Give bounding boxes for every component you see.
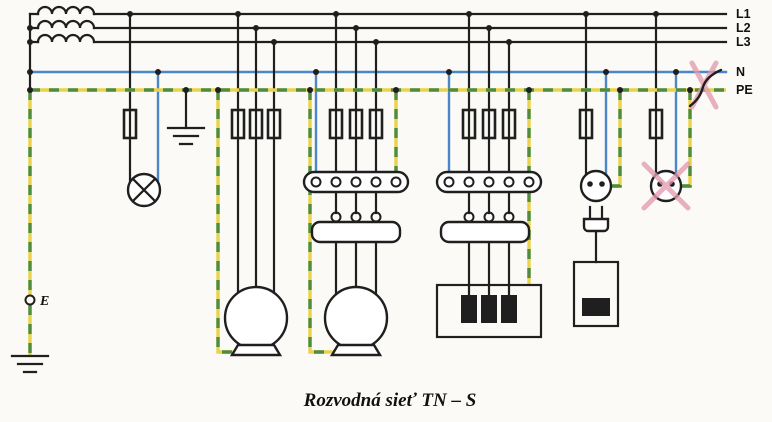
- junction-dots: [27, 11, 693, 93]
- socket-circuit-1: [572, 169, 620, 328]
- heater-element-icon: [461, 295, 477, 323]
- fuse-icon: [328, 108, 344, 140]
- terminal-icon: [523, 176, 535, 188]
- fuse-icon: [481, 108, 497, 140]
- fuse-icon: [266, 108, 282, 140]
- pe-break-squiggle-icon: [688, 68, 723, 108]
- power-bus-lines: [28, 12, 728, 92]
- heater-element-icon: [481, 295, 497, 323]
- branch-phase-wires: [128, 12, 658, 298]
- earthing-electrode: [10, 294, 50, 374]
- motor-base: [329, 343, 383, 357]
- terminal-icon: [310, 176, 322, 188]
- fuse-icon: [230, 108, 246, 140]
- appliance-element-icon: [582, 298, 610, 316]
- diagram-caption: Rozvodná sieť TN – S: [303, 390, 477, 411]
- heater-circuit: [435, 170, 543, 339]
- earth-electrode-label: E: [39, 294, 49, 309]
- crossed-out-socket-mark: [641, 161, 691, 211]
- source-windings: [36, 5, 96, 44]
- bus-label-l2: L2: [736, 21, 751, 35]
- fuse-icon: [248, 108, 264, 140]
- heater-frame: [435, 283, 543, 339]
- plug-icon: [582, 217, 610, 233]
- terminal-icon: [483, 176, 495, 188]
- bus-labels: L1 L2 L3 N PE: [736, 7, 753, 97]
- lamp-circuit: [126, 172, 162, 208]
- winding-icon: [36, 19, 96, 30]
- earth-icon: [10, 354, 50, 374]
- bus-label-n: N: [736, 65, 745, 79]
- fuse-icon: [368, 108, 384, 140]
- terminal-icon: [370, 176, 382, 188]
- bus-label-l3: L3: [736, 35, 751, 49]
- fuse-icon: [122, 108, 138, 140]
- terminal-icon: [503, 176, 515, 188]
- terminal-block: [435, 170, 543, 194]
- terminal-icon: [350, 176, 362, 188]
- motor-circuit-1: [223, 285, 289, 357]
- fuse-icon: [348, 108, 364, 140]
- motor-icon: [223, 285, 289, 351]
- motor-base: [229, 343, 283, 357]
- socket-pin: [587, 181, 593, 187]
- bus-label-pe: PE: [736, 83, 753, 97]
- motor-circuit-2: [302, 170, 410, 357]
- socket-pin: [599, 181, 605, 187]
- winding-icon: [36, 33, 96, 44]
- fuse-icon: [578, 108, 594, 140]
- winding-icon: [36, 5, 96, 16]
- terminal-block: [302, 170, 410, 194]
- terminal-icon: [463, 176, 475, 188]
- electrode-terminal-icon: [24, 294, 36, 306]
- fuse-icon: [501, 108, 517, 140]
- overload-relay: [439, 220, 531, 244]
- motor-icon: [323, 285, 389, 351]
- heater-element-icon: [501, 295, 517, 323]
- fuse-icon: [461, 108, 477, 140]
- lamp-cross: [131, 177, 157, 203]
- fuses: [122, 108, 664, 140]
- system-earth-icon: [166, 126, 206, 146]
- terminal-icon: [390, 176, 402, 188]
- overload-relay: [310, 220, 402, 244]
- socket-icon: [579, 169, 613, 203]
- bus-label-l1: L1: [736, 7, 751, 21]
- terminal-icon: [443, 176, 455, 188]
- fuse-icon: [648, 108, 664, 140]
- appliance-frame: [572, 260, 620, 328]
- terminal-icon: [330, 176, 342, 188]
- fault-marks: [641, 60, 723, 211]
